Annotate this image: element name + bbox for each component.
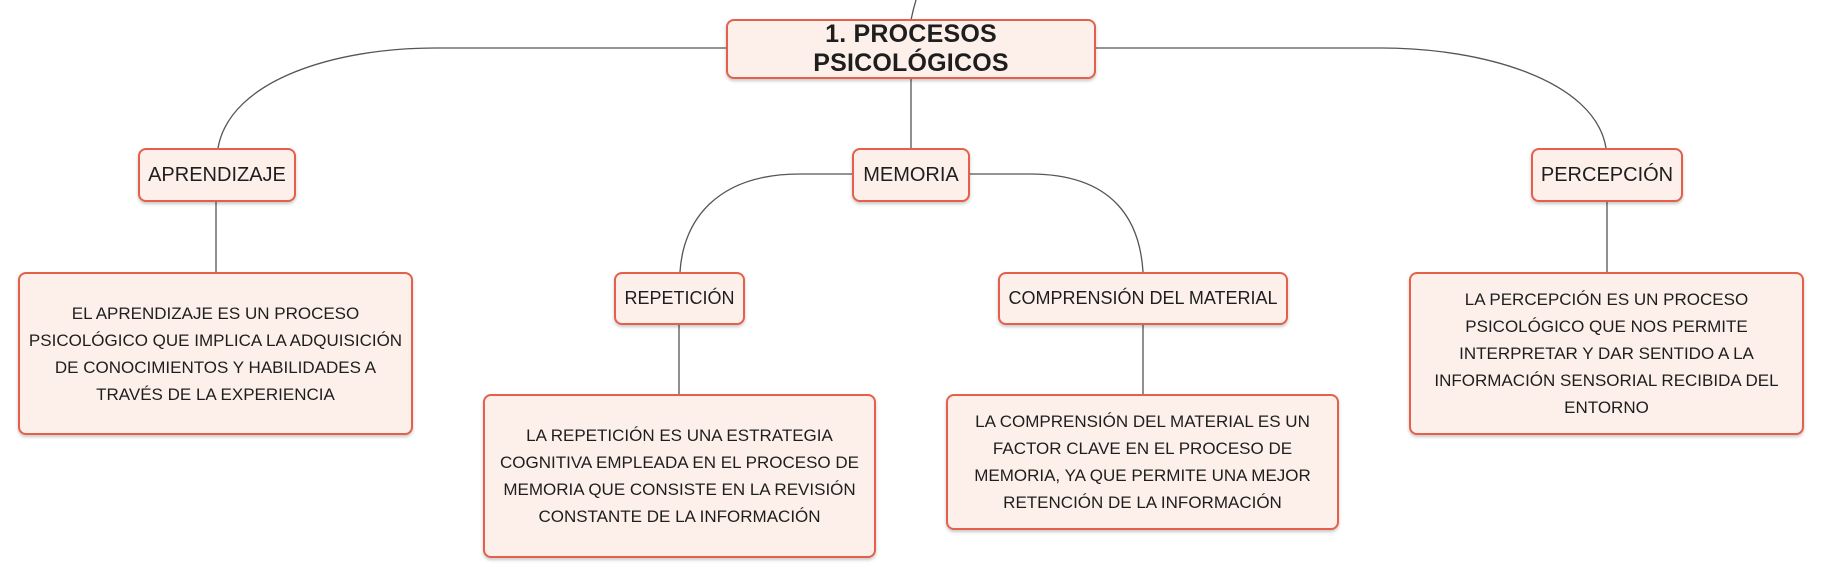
description-node-aprendizaje[interactable]: EL APRENDIZAJE ES UN PROCESO PSICOLÓGICO… xyxy=(18,272,413,435)
description-text: LA REPETICIÓN ES UNA ESTRATEGIA COGNITIV… xyxy=(500,426,859,526)
description-text: LA PERCEPCIÓN ES UN PROCESO PSICOLÓGICO … xyxy=(1434,290,1779,417)
root-node-label: 1. PROCESOS PSICOLÓGICOS xyxy=(813,20,1009,77)
topic-node-label: APRENDIZAJE xyxy=(148,163,286,186)
description-text: EL APRENDIZAJE ES UN PROCESO PSICOLÓGICO… xyxy=(28,303,403,404)
description-text: LA COMPRENSIÓN DEL MATERIAL ES UN FACTOR… xyxy=(974,412,1311,512)
connector-memoria-to-comprension xyxy=(970,173,1144,273)
description-node-percepcion[interactable]: LA PERCEPCIÓN ES UN PROCESO PSICOLÓGICO … xyxy=(1409,272,1804,435)
description-node-comprension[interactable]: LA COMPRENSIÓN DEL MATERIAL ES UN FACTOR… xyxy=(946,394,1339,530)
topic-node-label: PERCEPCIÓN xyxy=(1540,163,1674,186)
connector-parent-to-root xyxy=(910,0,917,21)
subtopic-node-comprension[interactable]: COMPRENSIÓN DEL MATERIAL xyxy=(998,272,1288,325)
topic-node-label: MEMORIA xyxy=(863,163,959,186)
topic-node-aprendizaje[interactable]: APRENDIZAJE xyxy=(138,148,296,202)
subtopic-node-label: COMPRENSIÓN DEL MATERIAL xyxy=(1008,288,1278,308)
subtopic-node-label: REPETICIÓN xyxy=(624,288,735,308)
connector-memoria-to-repeticion xyxy=(679,173,852,273)
description-node-repeticion[interactable]: LA REPETICIÓN ES UNA ESTRATEGIA COGNITIV… xyxy=(483,394,876,558)
connector-root-to-aprendizaje xyxy=(217,47,726,149)
topic-node-memoria[interactable]: MEMORIA xyxy=(852,148,970,202)
connector-root-to-percepcion xyxy=(1096,47,1607,149)
root-node[interactable]: 1. PROCESOS PSICOLÓGICOS xyxy=(726,19,1096,79)
topic-node-percepcion[interactable]: PERCEPCIÓN xyxy=(1531,148,1683,202)
subtopic-node-repeticion[interactable]: REPETICIÓN xyxy=(614,272,745,325)
